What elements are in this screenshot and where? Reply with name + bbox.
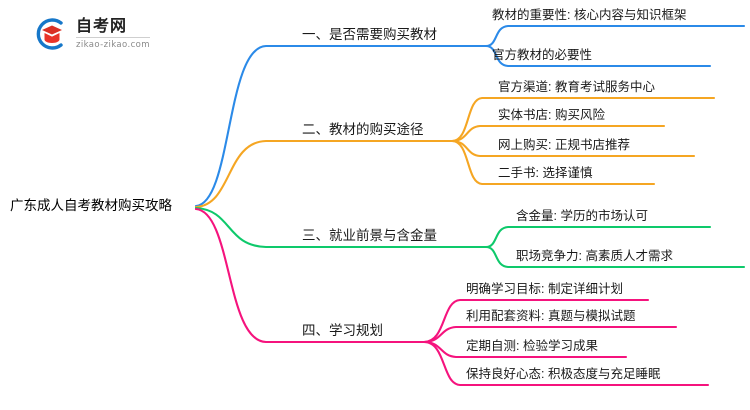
leaf-node-4-3[interactable]: 定期自测: 检验学习成果 [466,339,598,353]
branch-node-3[interactable]: 三、就业前景与含金量 [302,228,437,243]
root-node[interactable]: 广东成人自考教材购买攻略 [10,198,172,213]
leaf-node-3-2[interactable]: 职场竞争力: 高素质人才需求 [516,249,673,263]
branch-node-1[interactable]: 一、是否需要购买教材 [302,27,437,42]
leaf-node-4-4[interactable]: 保持良好心态: 积极态度与充足睡眠 [466,367,661,381]
leaf-node-2-4[interactable]: 二手书: 选择谨慎 [498,166,593,180]
logo-title: 自考网 [76,18,150,38]
root-to-branch-4-wire [194,207,302,344]
logo-text-block: 自考网 zikao-zikao.com [76,18,150,50]
branch-node-4[interactable]: 四、学习规划 [302,323,383,338]
leaf-node-1-2[interactable]: 官方教材的必要性 [492,48,593,62]
leaf-node-2-1[interactable]: 官方渠道: 教育考试服务中心 [498,80,655,94]
root-to-branch-1-wire [194,44,302,208]
leaf-node-4-2[interactable]: 利用配套资料: 真题与模拟试题 [466,309,636,323]
leaf-node-2-3[interactable]: 网上购买: 正规书店推荐 [498,138,630,152]
root-to-branch-3-wire [194,206,302,249]
branch-node-2[interactable]: 二、教材的购买途径 [302,122,424,137]
leaf-node-4-1[interactable]: 明确学习目标: 制定详细计划 [466,282,623,296]
leaf-node-1-1[interactable]: 教材的重要性: 核心内容与知识框架 [492,8,687,22]
root-to-branch-2-wire [194,139,302,209]
leaf-node-3-1[interactable]: 含金量: 学历的市场认可 [516,209,648,223]
logo-subtitle: zikao-zikao.com [76,39,150,50]
branch-1-child-1-wire [484,24,746,48]
graduation-cap-logo-icon [30,14,70,54]
branch-3-child-1-wire [484,225,712,249]
leaf-node-2-2[interactable]: 实体书店: 购买风险 [498,108,605,122]
site-logo: 自考网 zikao-zikao.com [30,12,170,56]
